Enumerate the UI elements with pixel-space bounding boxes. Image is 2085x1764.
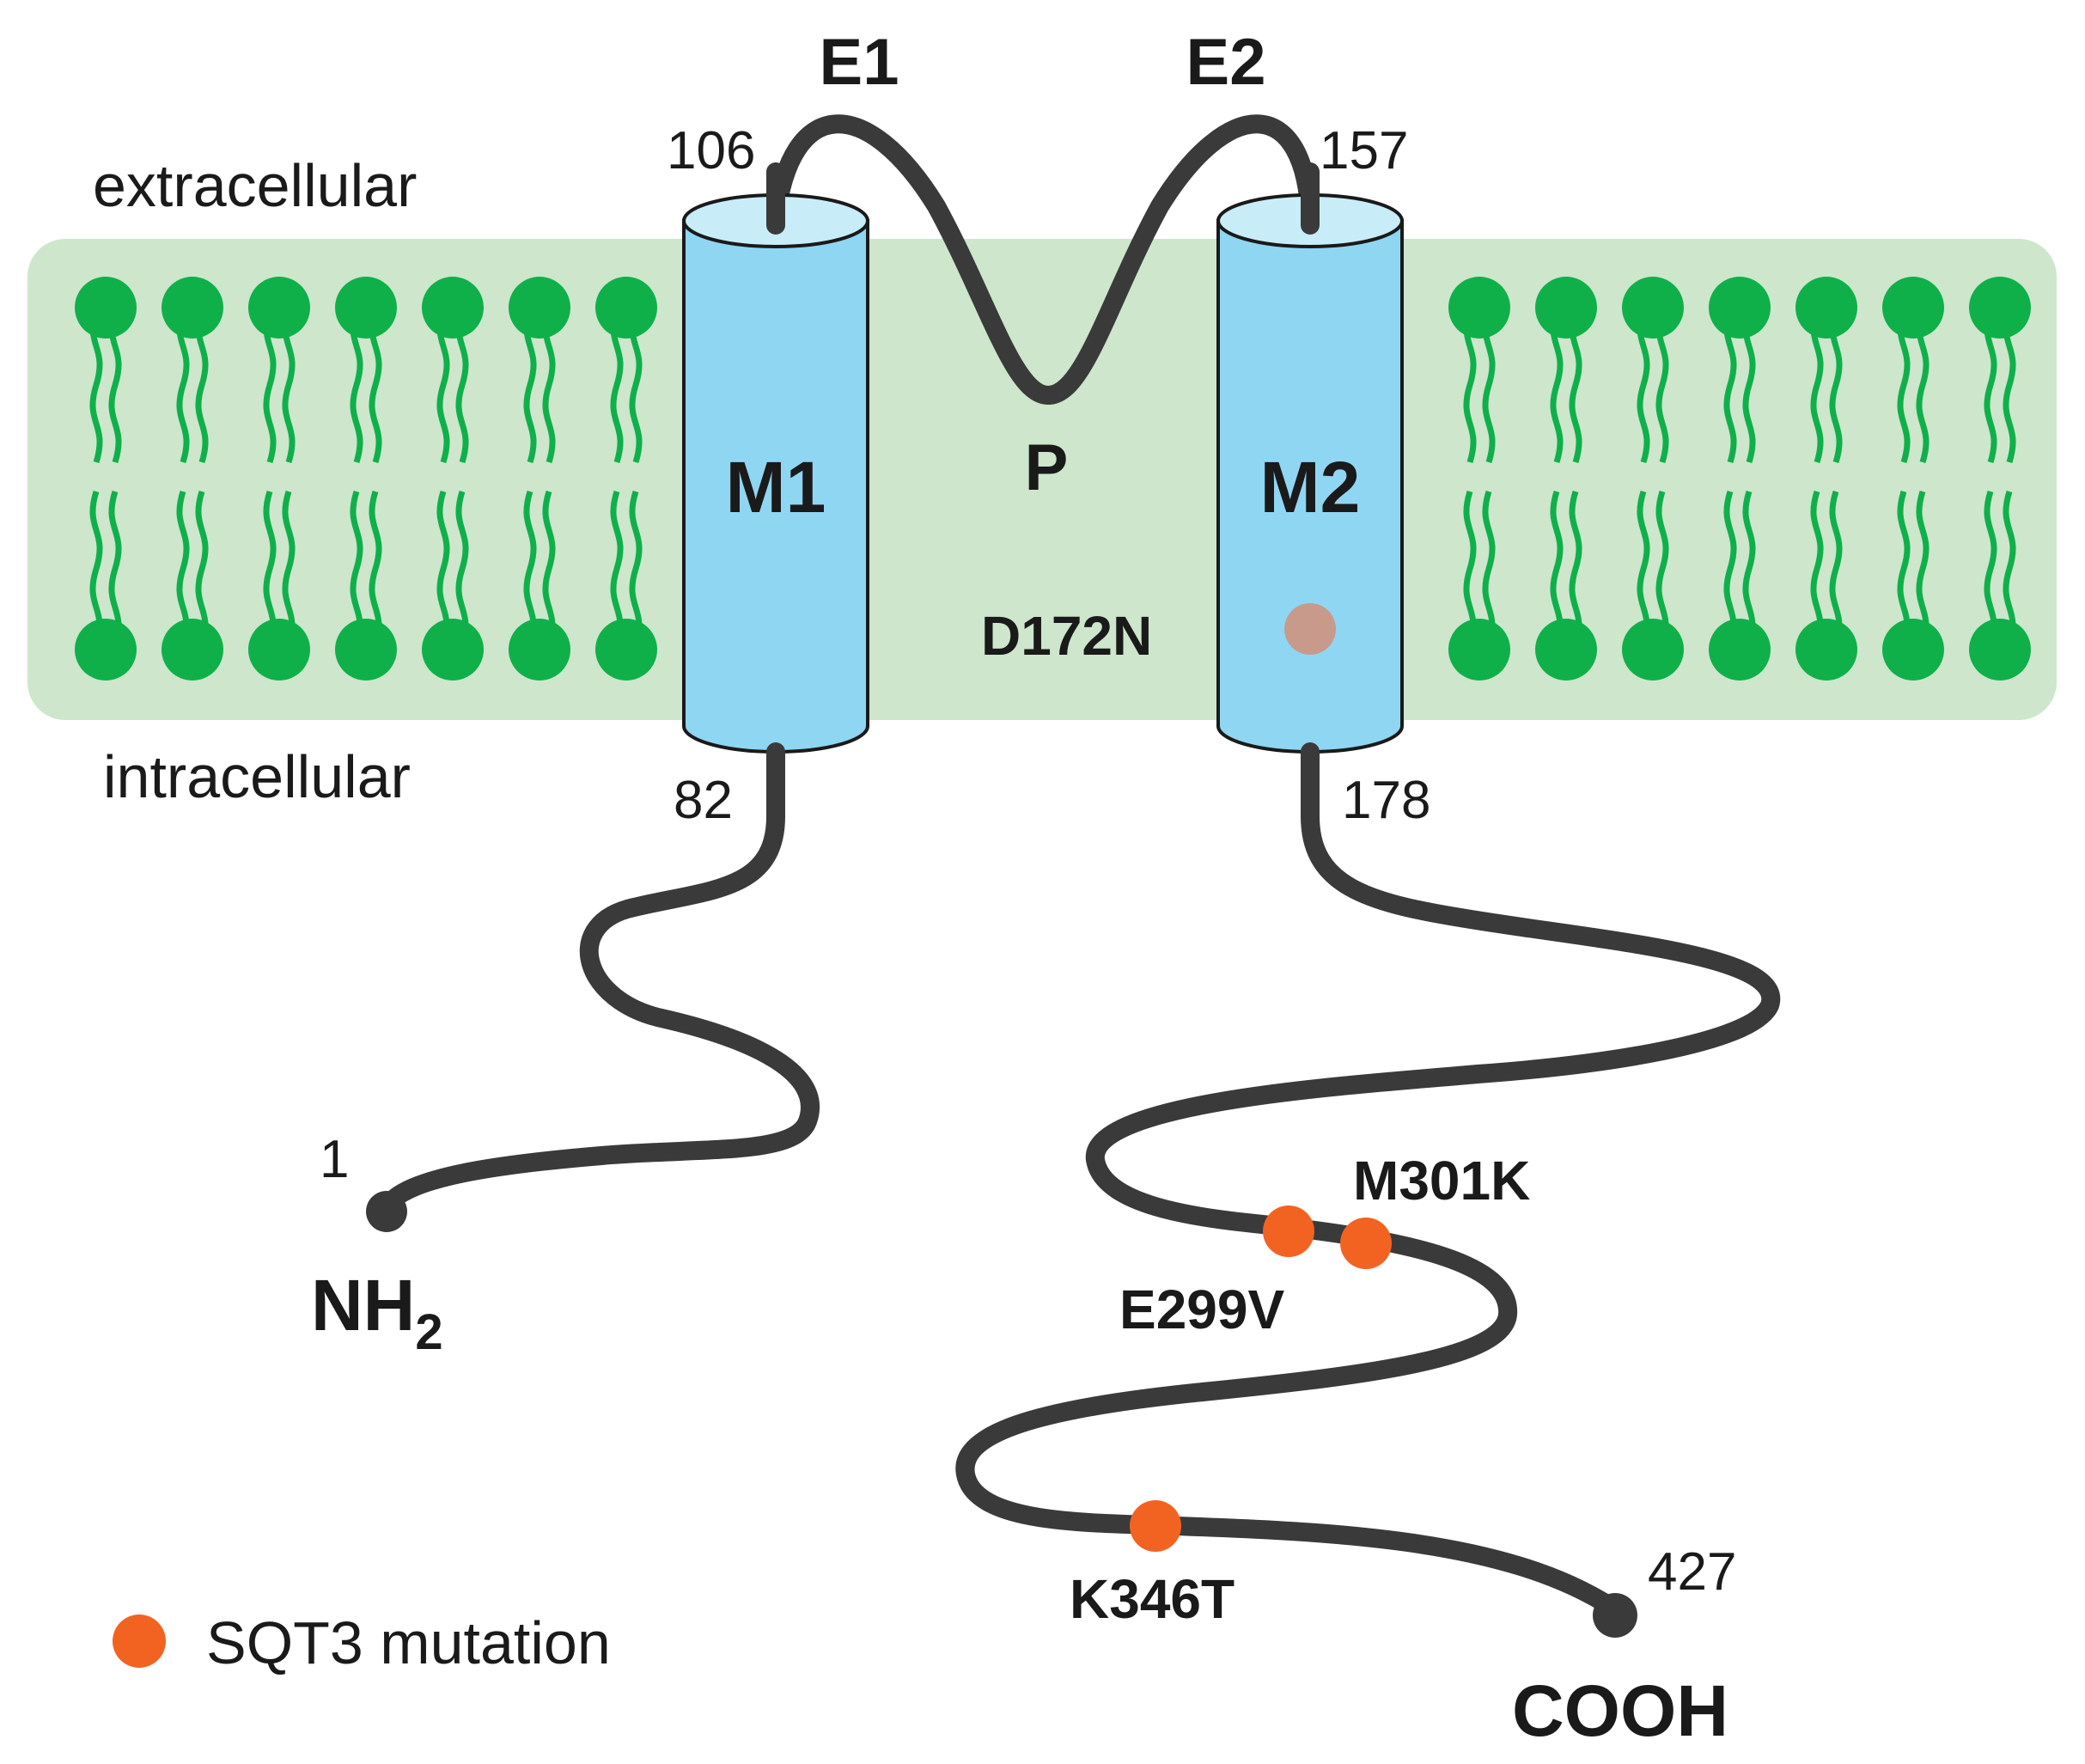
lipid-head: [1622, 277, 1684, 339]
lipid-head: [1969, 277, 2031, 339]
lipid-head: [1969, 619, 2031, 681]
e1-label: E1: [820, 26, 899, 99]
lipid-tail: [282, 490, 296, 648]
p-loop: [766, 114, 1320, 406]
lipid-molecule: [1448, 277, 1510, 681]
p-loop-label: P: [1025, 431, 1069, 504]
lipid-molecule: [595, 277, 657, 681]
m1-label: M1: [726, 447, 826, 528]
k346t-mutation-dot: [1130, 1500, 1181, 1552]
lipid-tail: [2003, 490, 2016, 648]
lipid-tail: [369, 490, 382, 648]
e2-label: E2: [1186, 26, 1266, 99]
c-terminus-bead: [1593, 1593, 1637, 1638]
lipid-head: [1535, 277, 1597, 339]
lipid-head: [422, 619, 484, 681]
lipid-head: [75, 619, 137, 681]
lipid-head: [1535, 619, 1597, 681]
lipid-head: [1709, 619, 1771, 681]
lipid-head: [1448, 619, 1510, 681]
lipid-head: [1795, 619, 1857, 681]
n-terminus-subscript: 2: [415, 1304, 442, 1360]
lipid-head: [509, 277, 570, 339]
lipid-molecule: [1969, 277, 2031, 681]
e299v-mutation-dot: [1263, 1206, 1314, 1257]
lipid-head: [335, 619, 397, 681]
lipid-tail: [542, 490, 556, 648]
lipid-molecule: [1622, 277, 1684, 681]
legend-label: SQT3 mutation: [206, 1609, 611, 1676]
lipid-tail: [1655, 490, 1669, 648]
legend-mutation-dot: [113, 1614, 166, 1668]
lipid-molecule: [1709, 277, 1771, 681]
lipid-molecule: [335, 277, 397, 681]
lipid-head: [509, 619, 570, 681]
residue-1-label: 1: [320, 1130, 349, 1189]
residue-157-label: 157: [1320, 121, 1408, 180]
lipid-molecule: [1535, 277, 1597, 681]
lipid-head: [75, 277, 137, 339]
lipid-tail: [1569, 490, 1582, 648]
c-terminus-label: COOH: [1512, 1670, 1728, 1751]
m301k-label: M301K: [1353, 1150, 1530, 1212]
d172n-mutation-dot: [1284, 603, 1336, 655]
extracellular-label: extracellular: [93, 152, 417, 219]
lipid-molecule: [75, 277, 137, 681]
lipid-head: [1709, 277, 1771, 339]
intracellular-label: intracellular: [103, 743, 411, 810]
lipid-tail: [1829, 490, 1843, 648]
lipid-head: [1882, 277, 1944, 339]
lipid-head: [1795, 277, 1857, 339]
lipid-molecule: [248, 277, 310, 681]
residue-427-label: 427: [1648, 1542, 1736, 1602]
lipid-tail: [1916, 490, 1930, 648]
lipid-molecule: [162, 277, 223, 681]
d172n-label: D172N: [981, 605, 1152, 667]
residue-106-label: 106: [667, 121, 755, 180]
residue-82-label: 82: [674, 771, 733, 830]
lipid-tail: [1482, 490, 1496, 648]
lipid-tail: [1742, 490, 1756, 648]
residue-178-label: 178: [1342, 771, 1430, 830]
lipid-head: [335, 277, 397, 339]
lipid-tail: [195, 490, 209, 648]
lipid-molecule: [422, 277, 484, 681]
n-terminus-label: NH2: [311, 1265, 443, 1360]
m301k-mutation-dot: [1340, 1218, 1392, 1269]
lipid-head: [248, 619, 310, 681]
lipid-bilayer: [75, 277, 2031, 681]
lipid-head: [162, 277, 223, 339]
lipid-head: [162, 619, 223, 681]
lipid-molecule: [1882, 277, 1944, 681]
lipid-head: [248, 277, 310, 339]
n-terminus-bead: [366, 1191, 407, 1232]
lipid-molecule: [1795, 277, 1857, 681]
n-terminal-chain: [377, 742, 820, 1217]
lipid-molecule: [509, 277, 570, 681]
e299v-label: E299V: [1119, 1279, 1284, 1340]
k346t-label: K346T: [1070, 1568, 1235, 1630]
m2-label: M2: [1260, 447, 1361, 528]
lipid-head: [595, 619, 657, 681]
lipid-head: [1882, 619, 1944, 681]
lipid-head: [422, 277, 484, 339]
lipid-tail: [108, 490, 122, 648]
lipid-tail: [629, 490, 643, 648]
lipid-head: [1448, 277, 1510, 339]
lipid-head: [1622, 619, 1684, 681]
lipid-tail: [455, 490, 469, 648]
lipid-head: [595, 277, 657, 339]
